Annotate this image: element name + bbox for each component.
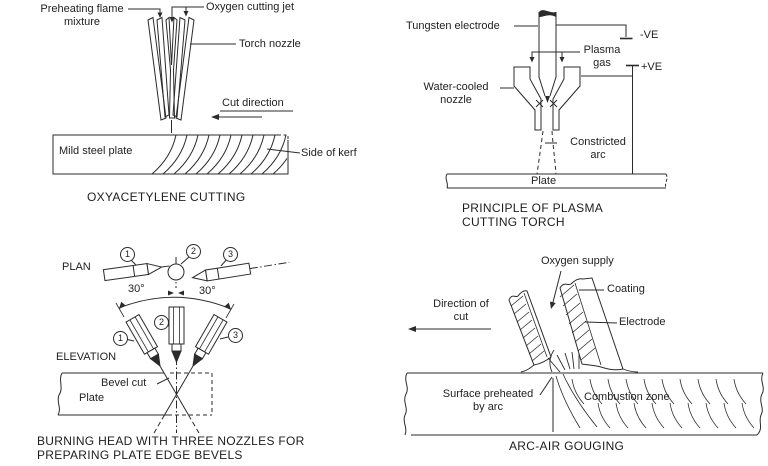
plasma-gas-arrows (529, 51, 580, 63)
q4-leaders (579, 289, 618, 324)
plan-nozzle-2-number: 2 (186, 244, 201, 259)
burning-head-caption: BURNING HEAD WITH THREE NOZZLES FOR PREP… (37, 434, 305, 462)
combustion-zone-label: Combustion zone (584, 391, 670, 403)
plate-drawing (445, 173, 668, 189)
torch-nozzle-drawing (147, 16, 195, 133)
elevation-nozzle-3-number: 3 (228, 328, 243, 343)
positive-terminal (581, 64, 639, 174)
oxygen-jet-leader (169, 6, 204, 23)
positive-ve-label: +VE (641, 61, 663, 73)
plasma-torch-diagram (445, 10, 668, 189)
oxygen-cutting-jet-label: Oxygen cutting jet (206, 1, 295, 13)
coating-hatch (510, 284, 596, 362)
water-cooled-nozzle-label: Water-cooled nozzle (423, 81, 489, 106)
plan-nozzle-1-number: 1 (120, 247, 135, 262)
angle-right-label: 30° (199, 285, 216, 297)
direction-of-cut-label: Direction of cut (433, 298, 489, 323)
burning-head-diagram (57, 256, 290, 434)
direction-of-cut-arrow (408, 326, 491, 332)
oxyacetylene-caption: OXYACETYLENE CUTTING (87, 190, 246, 204)
elevation-nozzle-3 (186, 314, 228, 371)
angle-arc (115, 290, 235, 319)
bevel-cut-label: Bevel cut (101, 377, 147, 389)
negative-ve-label: -VE (640, 29, 659, 41)
kerf-lines (151, 135, 287, 174)
arc-air-caption: ARC-AIR GOUGING (509, 439, 625, 453)
elevation-label: ELEVATION (56, 351, 117, 363)
tungsten-electrode-label: Tungsten electrode (406, 20, 500, 32)
elevation-nozzle-2-number: 2 (154, 315, 169, 330)
elevation-nozzle-2 (168, 306, 185, 363)
bevel-plate-label: Plate (79, 392, 105, 404)
bevel-cut-leader (156, 377, 170, 385)
torch-nozzle-label: Torch nozzle (239, 38, 301, 50)
combustion-zone-hatch (555, 373, 755, 429)
cut-direction-arrow (211, 110, 293, 120)
preheating-leader (128, 8, 163, 18)
cut-direction-label: Cut direction (222, 97, 284, 109)
electrode-label: Electrode (619, 316, 666, 328)
arc-sparks (535, 99, 558, 108)
plasma-gas-label: Plasma gas (583, 44, 621, 69)
constricted-arc-label: Constricted arc (570, 136, 626, 161)
plan-nozzle-3 (191, 261, 290, 282)
oxygen-supply-label: Oxygen supply (541, 255, 614, 267)
gouging-plate-drawing (403, 372, 764, 436)
negative-terminal (556, 24, 633, 40)
arc-flare (547, 349, 580, 373)
water-cooled-nozzle-drawing (513, 66, 581, 131)
plan-label: PLAN (62, 261, 91, 273)
angle-left-label: 30° (128, 283, 145, 295)
coating-label: Coating (607, 283, 645, 295)
oxygen-supply-arrow (549, 270, 562, 309)
kerf-leader (266, 148, 301, 154)
mild-steel-plate-label: Mild steel plate (59, 145, 133, 157)
side-of-kerf-label: Side of kerf (301, 147, 357, 159)
preheating-flame-label: Preheating flame mixture (40, 3, 124, 28)
bevel-plate-drawing (57, 372, 213, 416)
surface-preheated-label: Surface preheated by arc (442, 388, 534, 413)
plan-nozzle-1 (102, 262, 176, 282)
elevation-nozzle-1-number: 1 (113, 331, 128, 346)
plasma-caption: PRINCIPLE OF PLASMA CUTTING TORCH (462, 201, 604, 229)
plasma-plate-label: Plate (531, 175, 557, 187)
constricted-arc-dashes (536, 130, 557, 175)
plan-nozzle-2 (167, 257, 185, 288)
steel-plate-drawing (52, 134, 289, 175)
arc-air-gouging-diagram (403, 270, 764, 436)
plan-nozzle-3-number: 3 (223, 247, 238, 262)
oxyacetylene-diagram (52, 6, 301, 175)
tungsten-electrode-drawing (538, 10, 557, 103)
nozzle-axes (153, 357, 200, 434)
